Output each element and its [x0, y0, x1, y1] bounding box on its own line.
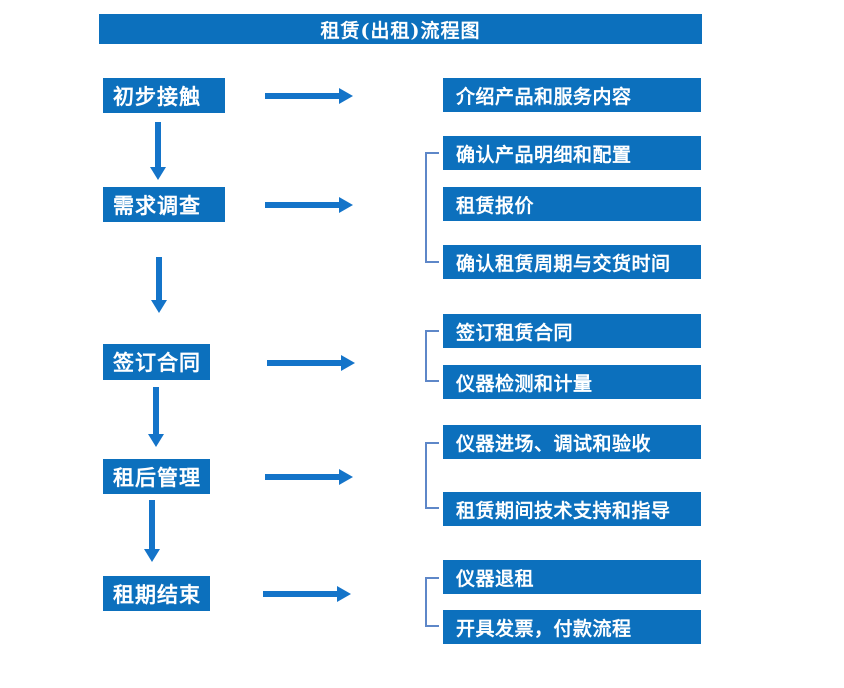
output-box-instrument-setup-acceptance: 仪器进场、调试和验收 — [443, 425, 701, 459]
step-box-sign-contract: 签订合同 — [103, 344, 210, 380]
arrow-down-1-icon — [150, 122, 166, 180]
output-box-instrument-return: 仪器退租 — [443, 560, 701, 594]
bracket-group-needs-survey — [425, 152, 439, 263]
step-box-initial-contact: 初步接触 — [103, 78, 225, 113]
bracket-group-rental-end — [425, 577, 439, 627]
arrow-right-1-icon — [265, 88, 353, 104]
arrow-right-2-icon — [265, 197, 353, 213]
arrow-down-3-icon — [148, 387, 164, 447]
flowchart-title: 租赁(出租)流程图 — [320, 19, 481, 42]
step-box-rental-end: 租期结束 — [103, 576, 210, 611]
bracket-group-sign-contract — [425, 330, 439, 382]
arrow-down-2-icon — [151, 257, 167, 313]
output-box-confirm-rental-period: 确认租赁周期与交货时间 — [443, 245, 701, 279]
output-box-rental-quote: 租赁报价 — [443, 187, 701, 221]
arrow-right-5-icon — [263, 586, 351, 602]
output-box-intro-products: 介绍产品和服务内容 — [443, 78, 701, 112]
output-box-invoice-payment: 开具发票，付款流程 — [443, 610, 701, 644]
bracket-group-post-rental — [425, 442, 439, 509]
arrow-right-4-icon — [265, 469, 353, 485]
output-box-instrument-inspection: 仪器检测和计量 — [443, 365, 701, 399]
output-box-confirm-product-details: 确认产品明细和配置 — [443, 136, 701, 170]
arrow-right-3-icon — [267, 355, 355, 371]
output-box-rental-tech-support: 租赁期间技术支持和指导 — [443, 492, 701, 526]
arrow-down-4-icon — [144, 500, 160, 562]
step-box-needs-survey: 需求调查 — [103, 187, 225, 222]
flowchart-title-bar: 租赁(出租)流程图 — [99, 14, 702, 44]
step-box-post-rental-management: 租后管理 — [103, 459, 210, 494]
output-box-sign-rental-contract: 签订租赁合同 — [443, 314, 701, 348]
